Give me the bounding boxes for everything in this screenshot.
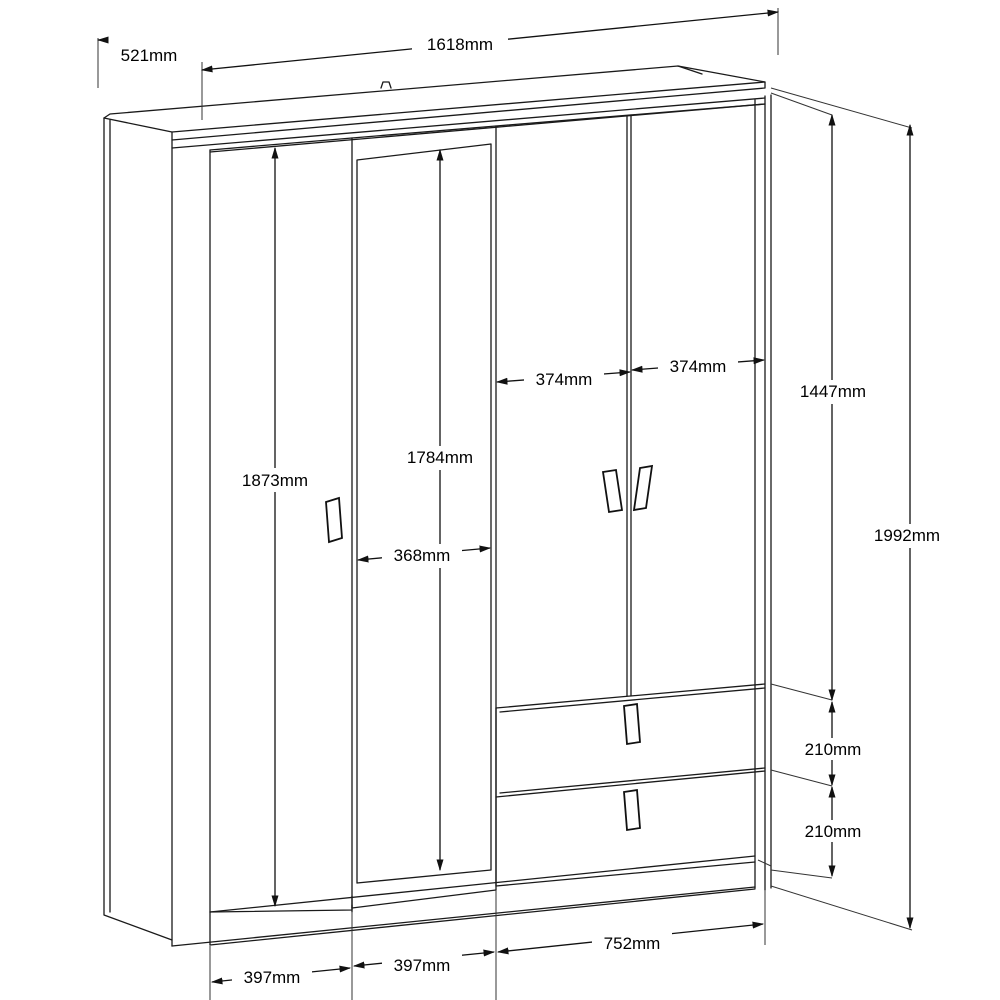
label-drawer-top: 210mm xyxy=(805,740,862,759)
label-right-door-left-width: 374mm xyxy=(536,370,593,389)
label-mirror-height: 1784mm xyxy=(407,448,473,467)
label-total-width: 1618mm xyxy=(427,35,493,54)
wardrobe-body xyxy=(103,65,772,947)
dimension-lines xyxy=(96,9,914,985)
label-depth: 521mm xyxy=(121,46,178,65)
label-mirror-width: 368mm xyxy=(394,546,451,565)
drawer-top-handle xyxy=(623,702,641,746)
extension-lines xyxy=(97,8,913,1000)
label-left-door-height: 1873mm xyxy=(242,471,308,490)
label-bottom-right-width: 752mm xyxy=(604,934,661,953)
label-bottom-middle-width: 397mm xyxy=(394,956,451,975)
label-total-height: 1992mm xyxy=(874,526,940,545)
label-drawer-bottom: 210mm xyxy=(805,822,862,841)
dimension-labels: 1618mm 521mm 1873mm 1784mm 368mm 374mm 3… xyxy=(110,32,952,990)
right-door-handle-right xyxy=(632,464,654,512)
label-right-door-right-width: 374mm xyxy=(670,357,727,376)
label-upper-height: 1447mm xyxy=(800,382,866,401)
handles xyxy=(325,464,654,832)
drawer-bottom-handle xyxy=(623,788,641,832)
left-door-handle xyxy=(325,496,343,544)
label-bottom-left-width: 397mm xyxy=(244,968,301,987)
right-door-handle-left xyxy=(601,468,624,514)
